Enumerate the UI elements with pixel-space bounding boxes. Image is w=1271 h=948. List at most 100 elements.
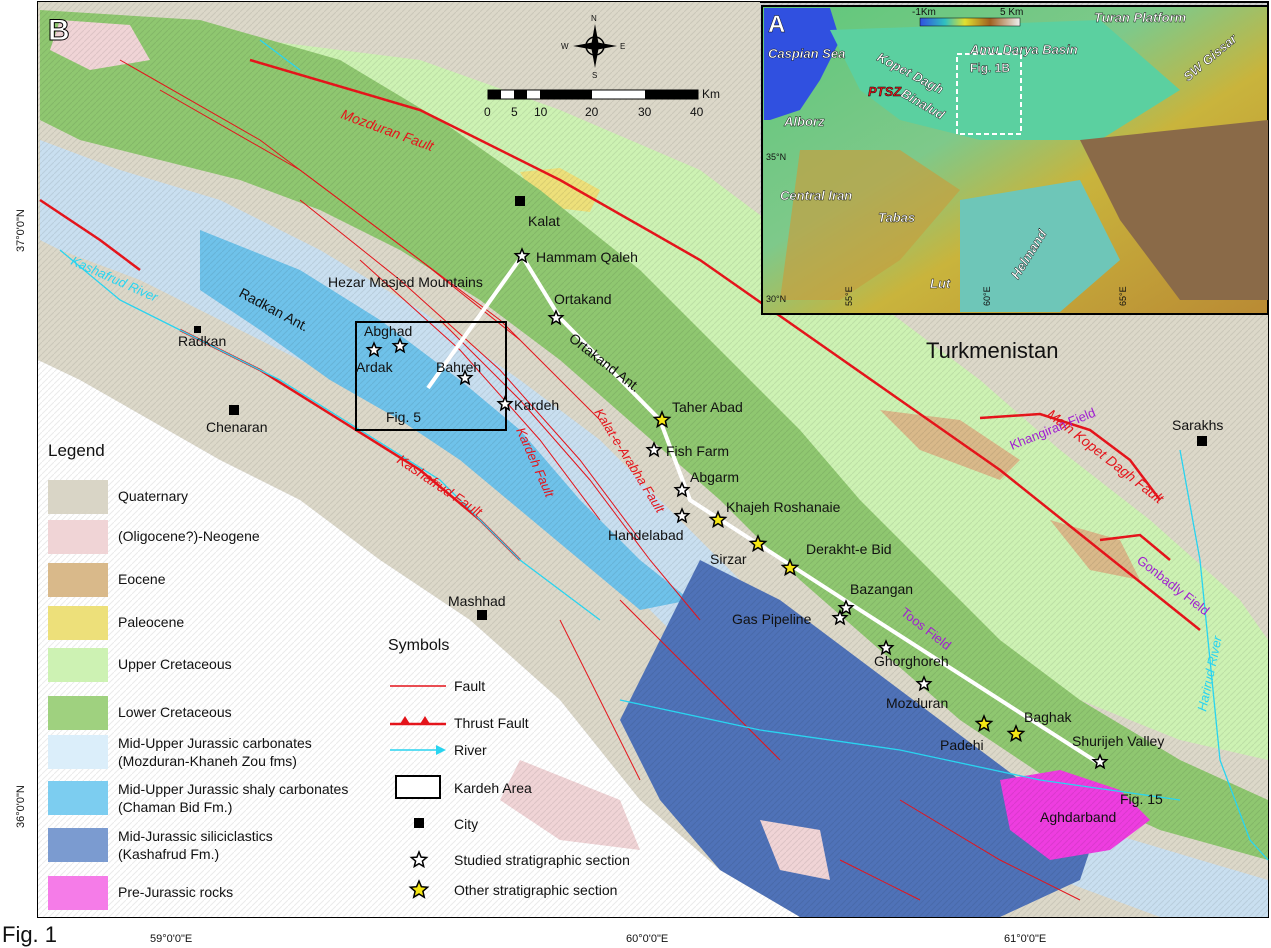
legend-item: Mid-Jurassic siliciclastics(Kashafrud Fm… [48, 828, 368, 864]
harirud-river-line [1179, 449, 1269, 861]
inset-lat-35: 35°N [766, 152, 786, 162]
scale-tick-40: 40 [690, 105, 704, 119]
inset-ptsz: PTSZ [868, 84, 902, 99]
label-gas-pipeline: Gas Pipeline [732, 611, 812, 627]
legend-swatch [48, 520, 108, 554]
studied-section-stars [365, 247, 1109, 770]
studied-section-star-icon [391, 337, 409, 354]
inset-caspian: Caspian Sea [768, 46, 845, 61]
legend-label: Mid-Jurassic siliciclastics [118, 828, 273, 844]
inset-elev-max: 5 Km [1000, 7, 1023, 18]
inset-lon-55: 55°E [844, 286, 854, 306]
other-section-star-icon [974, 714, 994, 733]
legend-swatch [48, 696, 108, 730]
legend-item: Mid-Upper Jurassic carbonates(Mozduran-K… [48, 735, 368, 771]
legend-label: Mid-Upper Jurassic carbonates [118, 735, 312, 751]
label-abghad: Abghad [364, 323, 412, 339]
inset-fig-1b-box [956, 53, 1022, 135]
legend-item: Pre-Jurassic rocks [48, 876, 368, 912]
panel-b-letter: B [48, 14, 70, 47]
fault-lines [119, 59, 1081, 901]
legend-item: Mid-Upper Jurassic shaly carbonates (Cham… [48, 781, 368, 817]
legend-swatch [48, 563, 108, 597]
legend-label: Lower Cretaceous [118, 704, 232, 720]
legend-label: Upper Cretaceous [118, 656, 232, 672]
symbol-item: Studied stratigraphic section [388, 850, 658, 872]
label-kalat: Kalat [528, 213, 560, 229]
legend-item: (Oligocene?)-Neogene [48, 520, 368, 556]
lat-label-37: 37°0'0"N [15, 209, 27, 252]
label-hezar-masjed: Hezar Masjed Mountains [328, 274, 483, 290]
north-arrow-icon: N S E W [561, 14, 625, 80]
north-arrow-s: S [592, 71, 597, 80]
symbol-item: River [388, 740, 658, 762]
label-radkan: Radkan [178, 333, 226, 349]
legend-item: Quaternary [48, 480, 368, 516]
other-section-star-icon [708, 510, 728, 529]
legend-swatch [48, 828, 108, 862]
symbol-label: Studied stratigraphic section [454, 852, 630, 868]
inset-elev-min: -1Km [912, 7, 936, 18]
inset-lon-60: 60°E [982, 286, 992, 306]
symbol-label: Thrust Fault [454, 715, 529, 731]
label-chenaran: Chenaran [206, 419, 268, 435]
label-fig-5: Fig. 5 [386, 409, 421, 425]
scale-tick-10: 10 [534, 105, 548, 119]
label-baghak: Baghak [1024, 709, 1072, 725]
symbol-label: Other stratigraphic section [454, 882, 618, 898]
legend-item: Lower Cretaceous [48, 696, 368, 732]
legend-swatch [48, 781, 108, 815]
other-section-star-icon [748, 534, 768, 553]
legend-label: Eocene [118, 571, 166, 587]
symbol-item: City [388, 814, 658, 836]
legend-swatch [48, 876, 108, 910]
label-ortakand: Ortakand [554, 291, 612, 307]
label-shurijeh-valley: Shurijeh Valley [1072, 733, 1164, 749]
city-kalat [515, 196, 525, 206]
label-ardak: Ardak [356, 359, 394, 375]
studied-section-star-icon [673, 481, 691, 498]
other-section-star-icon [780, 558, 800, 577]
legend-label-secondary: (Chaman Bid Fm.) [118, 799, 233, 815]
inset-caspian-sea [764, 8, 840, 120]
symbol-item: Other stratigraphic section [388, 880, 658, 902]
city-chenaran [229, 405, 239, 415]
inset-helmand [960, 180, 1120, 312]
label-derakht-e-bid: Derakht-e Bid [806, 541, 892, 557]
studied-section-star-icon [673, 507, 691, 524]
inset-amu-darya-label: Amu Darya Basin [969, 42, 1078, 57]
scale-tick-30: 30 [638, 105, 652, 119]
scale-unit: Km [702, 87, 720, 101]
lat-label-36: 36°0'0"N [15, 785, 27, 828]
legend-label: Paleocene [118, 614, 185, 630]
lon-label-61: 61°0'0"E [1004, 933, 1046, 945]
symbol-label: City [454, 816, 479, 832]
inset-lut: Lut [930, 276, 951, 291]
lon-label-59: 59°0'0"E [150, 933, 192, 945]
inset-lat-30: 30°N [766, 294, 786, 304]
studied-section-star-icon [831, 609, 849, 626]
studied-section-star-icon [456, 369, 474, 386]
label-abgarm: Abgarm [690, 469, 739, 485]
city-radkan [194, 326, 201, 333]
symbol-swatches [390, 685, 446, 828]
elevation-bar [919, 17, 1021, 27]
north-arrow-e: E [620, 42, 625, 51]
studied-section-star-icon [496, 395, 514, 412]
inset-mountains-east [1080, 120, 1268, 300]
label-bazangan: Bazangan [850, 581, 913, 597]
symbol-item: Thrust Fault [388, 713, 658, 735]
studied-section-star-icon [915, 675, 933, 692]
legend-label: Mid-Upper Jurassic shaly carbonates [118, 781, 349, 797]
label-mozduran: Mozduran [886, 695, 948, 711]
symbol-item: Kardeh Area [388, 778, 658, 800]
label-sarakhs: Sarakhs [1172, 417, 1223, 433]
gonbadly-fault-line [1099, 533, 1171, 561]
kardeh-area-box[interactable] [355, 321, 507, 431]
inset-fig-1b: Fig. 1B [970, 61, 1010, 75]
legend-swatch [48, 735, 108, 769]
rivers [59, 39, 1269, 861]
studied-section-star-icon [547, 309, 565, 326]
north-arrow-w: W [561, 42, 569, 51]
other-section-star-icon [652, 410, 672, 429]
